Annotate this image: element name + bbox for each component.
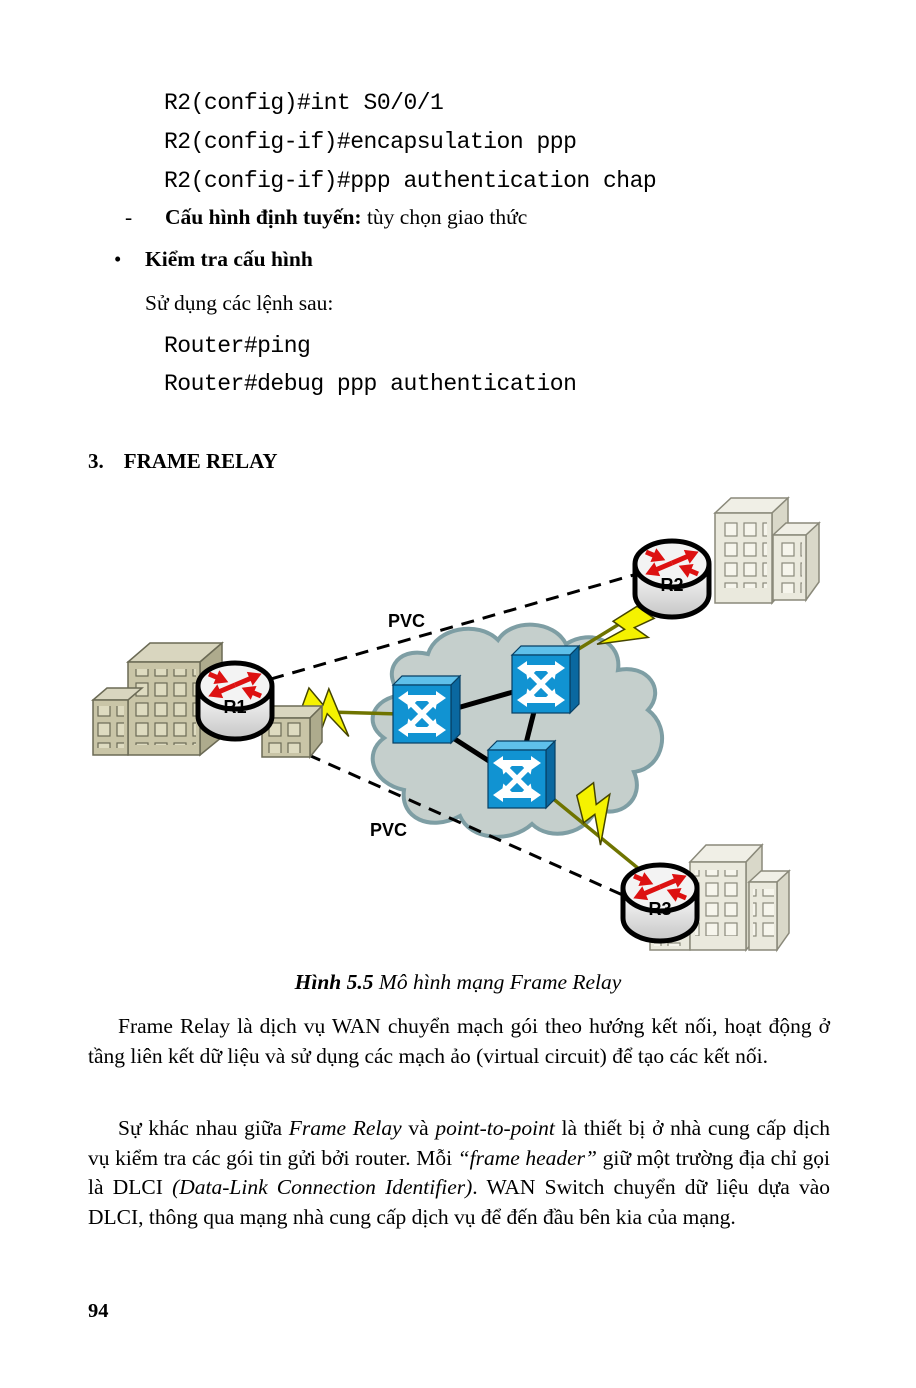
routing-item-text: Cấu hình định tuyến: tùy chọn giao thức xyxy=(165,205,527,230)
frame-relay-diagram: R1 R2 R3 PVC PVC xyxy=(90,496,821,953)
page-number: 94 xyxy=(88,1300,109,1322)
paragraph-frame-relay-dlci: Sự khác nhau giữa Frame Relay và point-t… xyxy=(88,1116,831,1229)
routing-list-item: - Cấu hình định tuyến: tùy chọn giao thứ… xyxy=(0,205,916,235)
code-line-int: R2(config)#int S0/0/1 xyxy=(164,90,444,116)
figure-caption-text: Mô hình mạng Frame Relay xyxy=(373,970,622,994)
verify-item-label: Kiểm tra cấu hình xyxy=(145,247,313,271)
router-r1-label: R1 xyxy=(223,697,246,717)
frame-relay-switch-bottom xyxy=(488,741,555,808)
pvc-label-bottom: PVC xyxy=(370,820,407,840)
frame-relay-switch-top xyxy=(512,646,579,713)
section-title: FRAME RELAY xyxy=(123,449,278,473)
router-r2-label: R2 xyxy=(660,575,683,595)
figure-caption-number: Hình 5.5 xyxy=(294,970,374,994)
frame-relay-switch-left xyxy=(393,676,460,743)
bullet-marker: • xyxy=(114,247,122,271)
pvc-label-top: PVC xyxy=(388,611,425,631)
code-line-authentication: R2(config-if)#ppp authentication chap xyxy=(164,168,657,194)
pvc-line-r1-r3 xyxy=(247,726,646,907)
figure-caption: Hình 5.5 Mô hình mạng Frame Relay xyxy=(0,970,916,995)
pvc-line-r1-r2 xyxy=(249,566,659,687)
section-number: 3. xyxy=(88,449,104,473)
router-r3: R3 xyxy=(623,865,697,941)
buildings-r2 xyxy=(713,496,821,605)
dash-marker: - xyxy=(125,205,133,229)
router-r2: R2 xyxy=(635,541,709,617)
router-r3-label: R3 xyxy=(648,899,671,919)
router-r1: R1 xyxy=(198,663,272,739)
paragraph-frame-relay-intro: Frame Relay là dịch vụ WAN chuyển mạch g… xyxy=(88,1014,830,1068)
section-heading: 3. FRAME RELAY xyxy=(88,449,278,474)
routing-item-bold: Cấu hình định tuyến: xyxy=(165,205,362,229)
verify-list-item: • Kiểm tra cấu hình xyxy=(0,247,916,277)
routing-item-normal: tùy chọn giao thức xyxy=(361,205,528,229)
code-line-debug: Router#debug ppp authentication xyxy=(164,371,577,397)
buildings-r3 xyxy=(649,843,791,953)
code-line-ping: Router#ping xyxy=(164,333,311,359)
verify-intro: Sử dụng các lệnh sau: xyxy=(145,291,334,315)
code-line-encapsulation: R2(config-if)#encapsulation ppp xyxy=(164,129,577,155)
